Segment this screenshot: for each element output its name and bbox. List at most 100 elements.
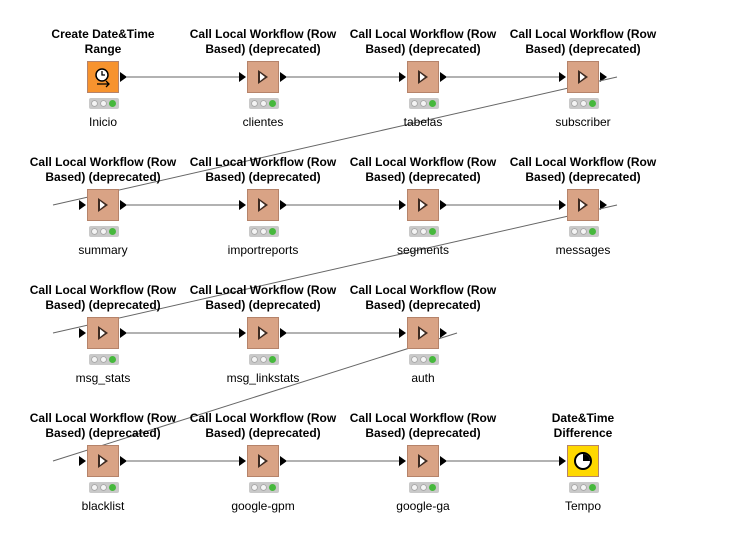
input-port[interactable] (239, 328, 246, 338)
node-label[interactable]: msg_stats (75, 371, 131, 385)
output-port[interactable] (440, 72, 447, 82)
input-port[interactable] (239, 200, 246, 210)
call-workflow-icon[interactable] (247, 317, 279, 349)
status-light (420, 100, 427, 107)
date-range-clock-icon[interactable] (87, 61, 119, 93)
output-port[interactable] (120, 456, 127, 466)
call-workflow-icon[interactable] (87, 445, 119, 477)
input-port[interactable] (399, 456, 406, 466)
call-workflow-icon[interactable] (247, 445, 279, 477)
input-port[interactable] (399, 328, 406, 338)
status-green-light (429, 228, 436, 235)
output-port[interactable] (600, 72, 607, 82)
input-port[interactable] (239, 72, 246, 82)
call-workflow-icon[interactable] (247, 189, 279, 221)
status-light (580, 228, 587, 235)
output-port[interactable] (280, 456, 287, 466)
call-workflow-icon[interactable] (567, 189, 599, 221)
call-workflow-icon[interactable] (567, 61, 599, 93)
input-port[interactable] (79, 456, 86, 466)
status-green-light (589, 228, 596, 235)
node-label[interactable]: messages (555, 243, 611, 257)
output-port[interactable] (120, 72, 127, 82)
output-port[interactable] (280, 200, 287, 210)
output-port[interactable] (440, 200, 447, 210)
node-title-line1: Call Local Workflow (Row (189, 283, 337, 297)
output-port[interactable] (120, 328, 127, 338)
call-workflow-icon[interactable] (87, 317, 119, 349)
input-port[interactable] (79, 328, 86, 338)
node-status-traffic-light (89, 226, 119, 237)
node-label[interactable]: Inicio (88, 115, 117, 129)
input-port[interactable] (79, 200, 86, 210)
date-difference-clock-icon[interactable] (567, 445, 599, 477)
node-label[interactable]: msg_linkstats (226, 371, 300, 385)
connection-wire[interactable] (52, 332, 458, 462)
node-label[interactable]: importreports (227, 243, 299, 257)
output-port[interactable] (600, 200, 607, 210)
input-port[interactable] (399, 72, 406, 82)
input-port[interactable] (559, 72, 566, 82)
call-workflow-icon[interactable] (87, 189, 119, 221)
output-port[interactable] (280, 72, 287, 82)
output-port[interactable] (280, 328, 287, 338)
node-label[interactable]: google-gpm (231, 499, 295, 513)
input-port[interactable] (399, 200, 406, 210)
node-label[interactable]: summary (78, 243, 128, 257)
node-title-line1: Create Date&Time (51, 27, 155, 41)
output-port[interactable] (120, 200, 127, 210)
call-workflow-icon[interactable] (247, 61, 279, 93)
node-label[interactable]: segments (396, 243, 450, 257)
node-label[interactable]: blacklist (81, 499, 125, 513)
node-label[interactable]: subscriber (555, 115, 611, 129)
output-port[interactable] (440, 456, 447, 466)
connection-wire[interactable] (52, 76, 618, 206)
node-label[interactable]: google-ga (396, 499, 450, 513)
node-label[interactable]: Tempo (564, 499, 602, 513)
node-label[interactable]: auth (411, 371, 435, 385)
status-light (571, 228, 578, 235)
call-workflow-icon[interactable] (407, 445, 439, 477)
output-port[interactable] (440, 328, 447, 338)
connection-wire[interactable] (52, 204, 618, 334)
input-port[interactable] (559, 200, 566, 210)
call-workflow-icon[interactable] (407, 61, 439, 93)
input-port[interactable] (239, 456, 246, 466)
input-port[interactable] (559, 456, 566, 466)
node-label[interactable]: tabelas (403, 115, 443, 129)
call-workflow-icon[interactable] (407, 317, 439, 349)
node-label[interactable]: clientes (242, 115, 284, 129)
call-workflow-icon[interactable] (407, 189, 439, 221)
